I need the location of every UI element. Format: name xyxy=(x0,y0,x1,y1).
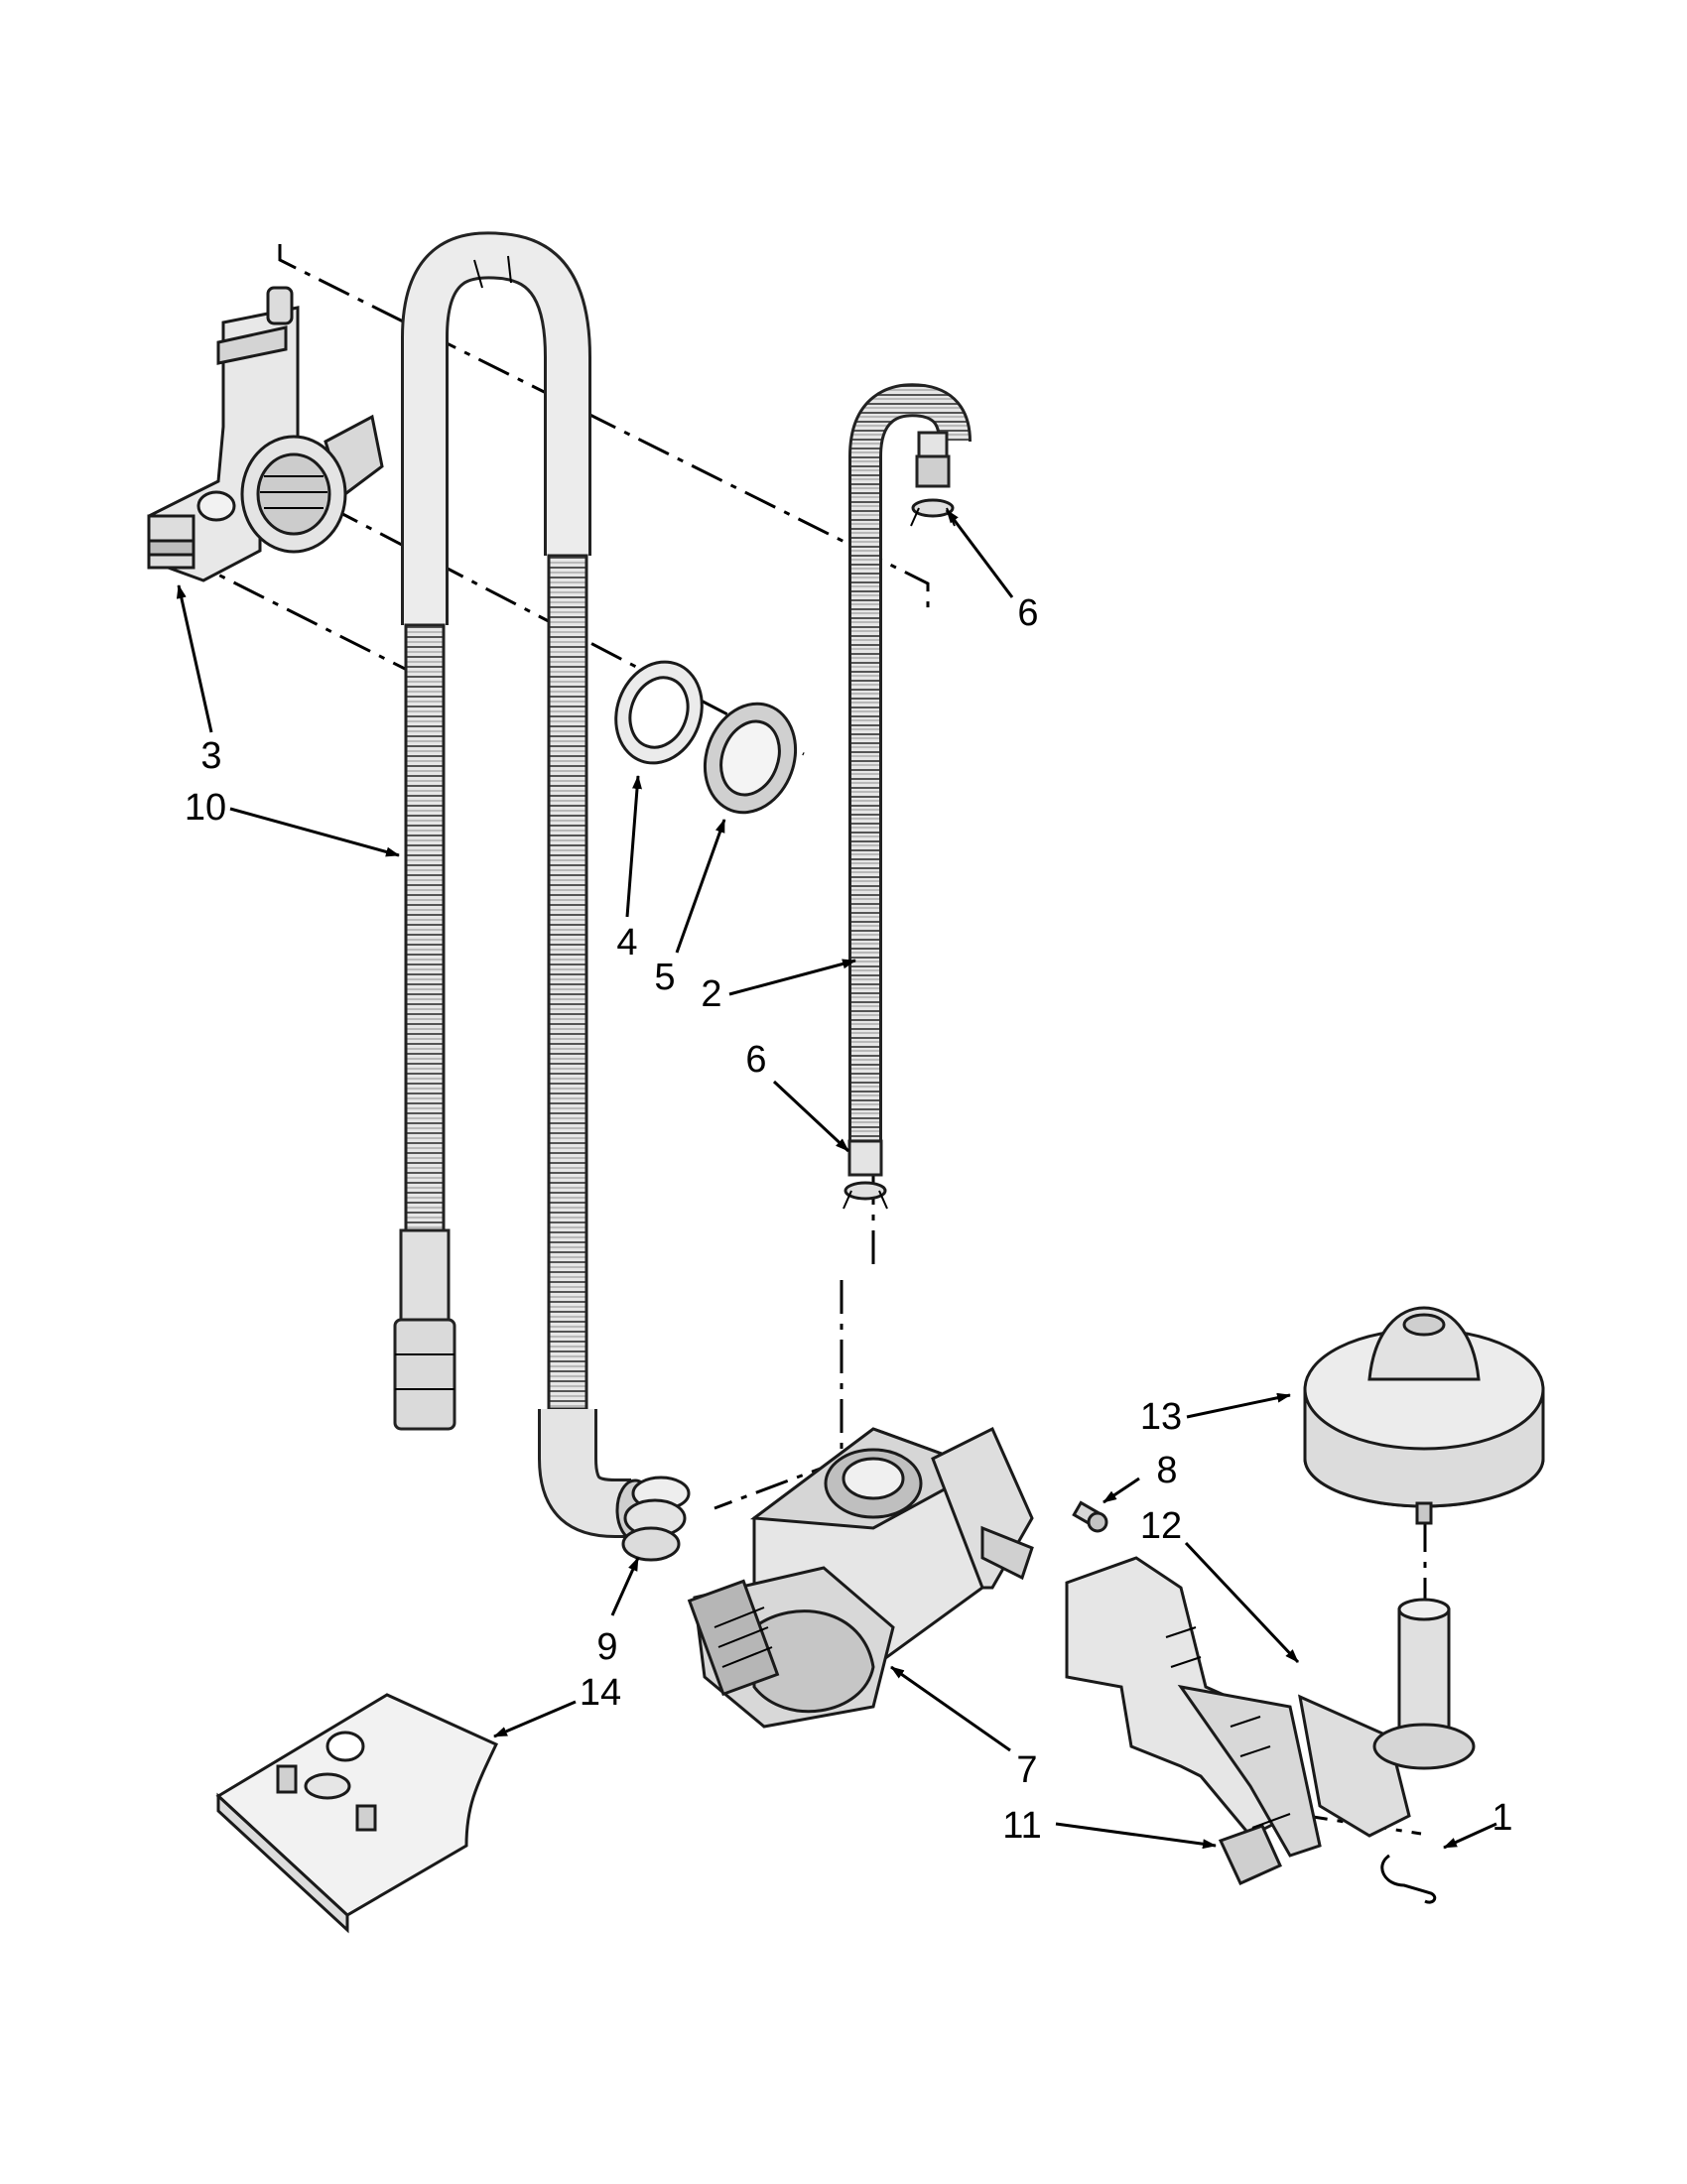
callout-11: 11 xyxy=(1002,1805,1041,1847)
callout-12: 12 xyxy=(1140,1505,1182,1547)
part-motor-cap xyxy=(1303,1306,1545,1525)
part-wire-clip xyxy=(1380,1854,1437,1904)
leader-1 xyxy=(1443,1822,1497,1850)
callout-5: 5 xyxy=(654,957,675,998)
part-clamp-lower xyxy=(843,1181,888,1210)
leader-3 xyxy=(176,584,213,733)
callout-3: 3 xyxy=(200,735,221,777)
leader-7 xyxy=(890,1665,1011,1752)
callout-6-lower: 6 xyxy=(745,1039,766,1081)
leader-5 xyxy=(675,819,726,954)
callout-9: 9 xyxy=(596,1626,617,1668)
leader-8 xyxy=(1103,1477,1140,1504)
leader-6b xyxy=(772,1080,850,1153)
leader-11 xyxy=(1055,1822,1217,1850)
callout-4: 4 xyxy=(616,922,637,964)
leader-2 xyxy=(728,959,856,996)
leader-6a xyxy=(945,509,1014,598)
part-fill-hose xyxy=(847,383,972,1177)
callout-10: 10 xyxy=(185,787,226,829)
part-nut xyxy=(703,702,798,815)
leader-10 xyxy=(229,807,400,857)
leader-14 xyxy=(493,1700,577,1738)
callout-14: 14 xyxy=(580,1672,621,1714)
callout-1: 1 xyxy=(1492,1797,1512,1839)
leader-12 xyxy=(1184,1541,1300,1664)
callout-2: 2 xyxy=(701,973,721,1015)
callout-6-upper: 6 xyxy=(1017,592,1038,634)
part-bracket-assembly xyxy=(1065,1556,1476,1858)
leader-lines xyxy=(176,509,1497,1850)
part-screw xyxy=(1072,1500,1108,1533)
callout-7: 7 xyxy=(1016,1749,1037,1791)
callout-13: 13 xyxy=(1140,1396,1182,1438)
leader-13 xyxy=(1186,1392,1291,1419)
part-gasket xyxy=(614,660,704,765)
part-hardware-bag xyxy=(215,1693,499,1934)
leader-4 xyxy=(625,775,642,918)
part-micro-switch xyxy=(1218,1813,1291,1885)
leader-9 xyxy=(610,1557,640,1616)
callout-labels: 1 2 3 4 5 6 6 7 8 9 10 11 12 13 14 xyxy=(185,592,1513,1847)
part-vent-assembly xyxy=(147,286,384,582)
part-drain-hose xyxy=(393,231,655,1542)
part-spring-clamp xyxy=(621,1476,691,1562)
part-pump-housing xyxy=(687,1426,1034,1729)
callout-8: 8 xyxy=(1156,1450,1177,1491)
